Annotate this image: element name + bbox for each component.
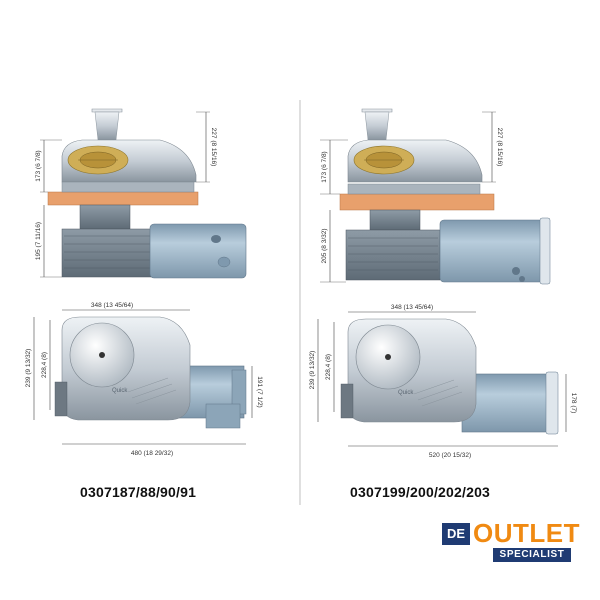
right-plan-view: Quick <box>340 318 559 435</box>
dim-left-motor-dia: 191 (7 1/2) <box>256 376 263 407</box>
svg-text:Quick: Quick <box>112 388 128 394</box>
dim-left-top: 173 (6 7/8) <box>35 150 42 181</box>
right-model-label: 0307199/200/202/203 <box>350 484 491 500</box>
dim-right-width: 348 (13 45/64) <box>391 304 433 311</box>
left-plan-view: Quick <box>54 316 247 429</box>
dim-right-motor-dia: 178 (7) <box>570 393 577 414</box>
svg-text:Quick: Quick <box>398 390 414 396</box>
dim-right-plan-inner: 228,4 (8) <box>325 354 332 380</box>
dim-right-top: 173 (6 7/8) <box>321 151 328 182</box>
dim-left-width: 348 (13 45/64) <box>91 302 133 309</box>
dim-left-plan-outer: 239 (9 13/32) <box>25 349 32 388</box>
left-side-view <box>40 108 247 279</box>
dim-left-plan-inner: 228,4 (8) <box>41 352 48 378</box>
dim-left-total: 227 (8 15/16) <box>210 128 217 167</box>
right-side-view <box>320 108 551 285</box>
dim-left-length: 480 (18 29/32) <box>131 450 173 457</box>
logo-brand: OUTLET <box>473 518 580 548</box>
logo-tagline: SPECIALIST <box>493 548 571 562</box>
dim-left-motor: 195 (7 11/16) <box>35 222 42 260</box>
left-model-label: 0307187/88/90/91 <box>80 484 197 500</box>
dim-right-length: 520 (20 15/32) <box>429 452 471 459</box>
brand-logo: DE OUTLET SPECIALIST <box>442 516 580 564</box>
dim-right-plan-outer: 239 (9 13/32) <box>309 351 316 390</box>
dim-right-motor: 205 (8 3/32) <box>321 228 328 263</box>
dim-right-total: 227 (8 15/16) <box>496 128 503 167</box>
logo-prefix: DE <box>442 523 470 545</box>
